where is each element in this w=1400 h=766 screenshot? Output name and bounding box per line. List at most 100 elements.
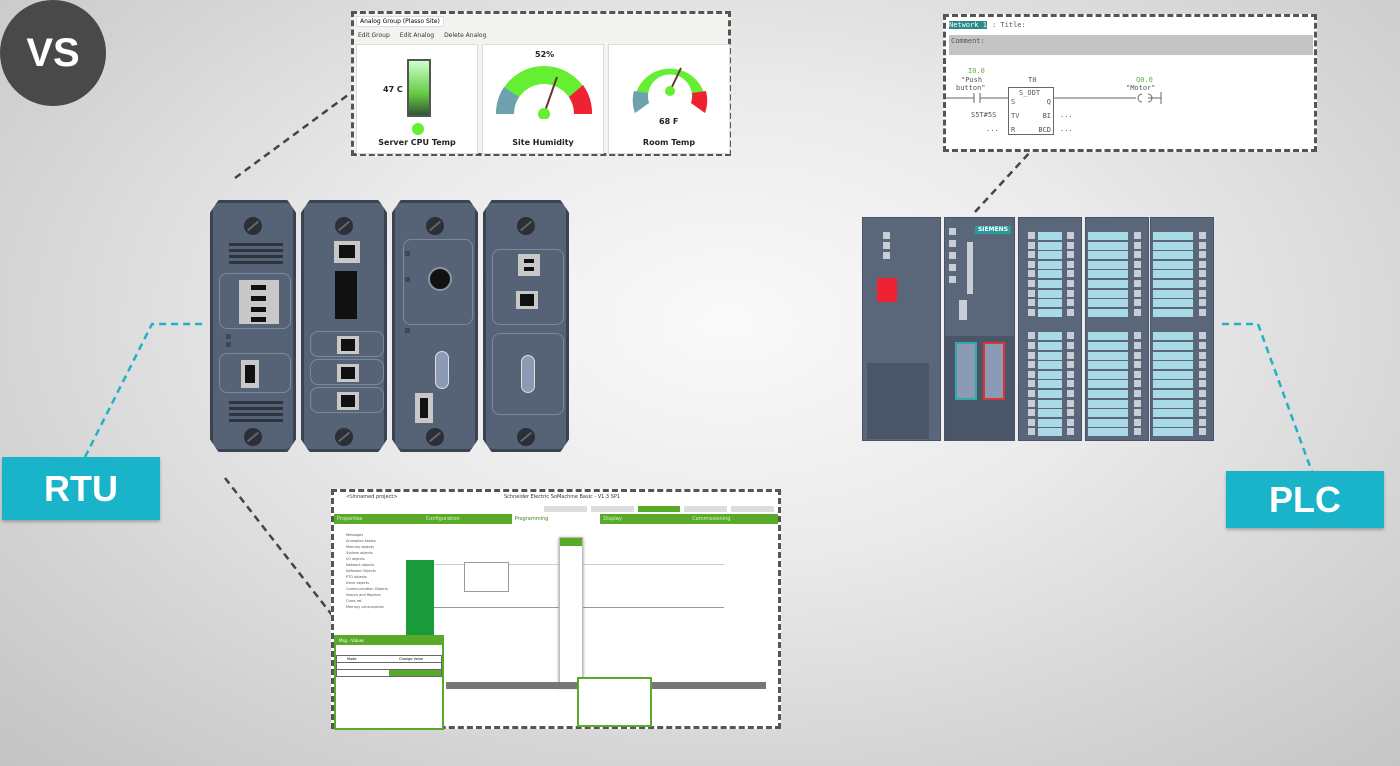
io-channel-slot <box>1153 270 1193 279</box>
io-channel-slot <box>1153 390 1193 398</box>
pin-q: Q <box>1046 98 1051 106</box>
tree-item[interactable]: Cross ref. <box>346 599 363 603</box>
io-channel-slot <box>1153 260 1193 269</box>
io-led <box>1199 418 1206 426</box>
serial-port-icon <box>337 336 359 354</box>
dashboard-tab[interactable]: Analog Group (Plasso Site) <box>356 16 444 27</box>
r-dots: ... <box>986 125 999 133</box>
io-led <box>1028 251 1035 259</box>
io-led <box>1028 399 1035 407</box>
io-led <box>1134 428 1141 436</box>
io-led <box>1067 390 1074 397</box>
software-title: Schneider Electric SoMachine Basic - V1.… <box>504 494 621 500</box>
io-led <box>1028 390 1035 397</box>
profibus-port-icon <box>983 342 1005 400</box>
io-led <box>1134 280 1141 287</box>
tree-item[interactable]: Memory consumption <box>346 605 385 609</box>
popup-title: Msg - Values <box>336 637 442 645</box>
tree-item[interactable]: Search and Replace <box>346 593 381 597</box>
gauge-title: Server CPU Temp <box>378 138 456 147</box>
tab-programming[interactable]: Programming <box>511 514 601 524</box>
io-channel-slot <box>1153 332 1193 341</box>
usb-port-icon <box>334 241 360 263</box>
tab-display[interactable]: Display <box>603 516 622 522</box>
room-temp-dial <box>632 67 708 113</box>
tree-item[interactable]: Software Objects <box>346 569 376 573</box>
tab-properties[interactable]: Properties <box>337 516 363 522</box>
mode-switch[interactable] <box>959 300 967 320</box>
tab-commissioning[interactable]: Commissioning <box>692 516 731 522</box>
gauge-title: Room Temp <box>642 138 696 147</box>
menu-edit-group[interactable]: Edit Group <box>358 32 390 39</box>
io-led <box>1199 280 1206 287</box>
screw-icon <box>426 217 444 235</box>
io-led <box>1067 299 1074 307</box>
input-address: I0.0 <box>968 67 985 75</box>
pin-tv: TV <box>1011 112 1020 120</box>
io-channel-slot <box>1088 289 1128 298</box>
io-channel-slot <box>1088 332 1128 341</box>
comment-field[interactable]: Comment: <box>949 35 1313 55</box>
io-led <box>1028 428 1035 436</box>
io-led <box>1028 332 1035 340</box>
menu-delete-analog[interactable]: Delete Analog <box>444 32 487 39</box>
output-address: Q0.0 <box>1136 76 1153 84</box>
connector-ladder <box>974 149 1033 213</box>
io-led <box>1134 390 1141 397</box>
screw-icon <box>517 217 535 235</box>
rung-selector[interactable] <box>406 560 434 640</box>
instruction-box <box>464 562 509 592</box>
tree-item[interactable]: Memory objects <box>346 545 374 549</box>
tree-item[interactable]: Drive objects <box>346 581 370 585</box>
screw-icon <box>244 428 262 446</box>
io-channel-slot <box>1088 260 1128 269</box>
io-channel-slot <box>1088 390 1128 398</box>
gauge-card-cpu-temp: 47 C Server CPU Temp <box>356 44 478 154</box>
io-channel-slot <box>1088 270 1128 279</box>
input-name-2: button" <box>956 84 986 92</box>
io-channel-slot <box>1038 299 1062 308</box>
io-led <box>1067 260 1074 268</box>
io-led <box>1199 308 1206 316</box>
tree-item[interactable]: Network objects <box>346 563 375 567</box>
io-led <box>1134 351 1141 359</box>
io-channel-slot <box>1038 418 1062 427</box>
io-led <box>1134 270 1141 278</box>
screw-icon <box>335 217 353 235</box>
usb-port-icon <box>516 291 538 309</box>
io-led <box>1067 351 1074 359</box>
io-led <box>1199 270 1206 278</box>
io-led <box>1134 409 1141 417</box>
menu-edit-analog[interactable]: Edit Analog <box>399 32 435 39</box>
io-led <box>1028 308 1035 316</box>
tree-item[interactable]: Communication Objects <box>346 587 388 591</box>
antenna-connector-icon <box>428 267 452 291</box>
tab-configuration[interactable]: Configuration <box>425 516 460 522</box>
io-led <box>1028 342 1035 349</box>
io-led <box>1199 351 1206 359</box>
io-led <box>1199 342 1206 349</box>
instruction-palette[interactable] <box>559 537 583 687</box>
io-led <box>1134 232 1141 239</box>
io-led <box>1028 232 1035 239</box>
io-led <box>1199 289 1206 297</box>
io-channel-slot <box>1038 399 1062 408</box>
io-channel-slot <box>1038 308 1062 317</box>
tree-item[interactable]: Animation tables <box>346 539 376 543</box>
io-led <box>1134 399 1141 407</box>
tree-item[interactable]: I/O objects <box>346 557 365 561</box>
io-led <box>1067 399 1074 407</box>
input-name: "Push <box>961 76 983 84</box>
io-channel-slot <box>1038 280 1062 288</box>
io-led <box>1067 308 1074 316</box>
io-channel-slot <box>1153 361 1193 370</box>
tree-item[interactable]: PTO objects <box>346 575 367 579</box>
io-channel-slot <box>1088 418 1128 427</box>
tree-item[interactable]: System objects <box>346 551 373 555</box>
object-tree: Messages Animation tables Memory objects… <box>336 532 398 627</box>
toolbar-buttons <box>544 506 774 512</box>
tree-item[interactable]: Messages <box>346 533 364 537</box>
plc-io-module <box>1085 217 1149 441</box>
io-led <box>1067 428 1074 436</box>
io-led <box>1199 299 1206 307</box>
